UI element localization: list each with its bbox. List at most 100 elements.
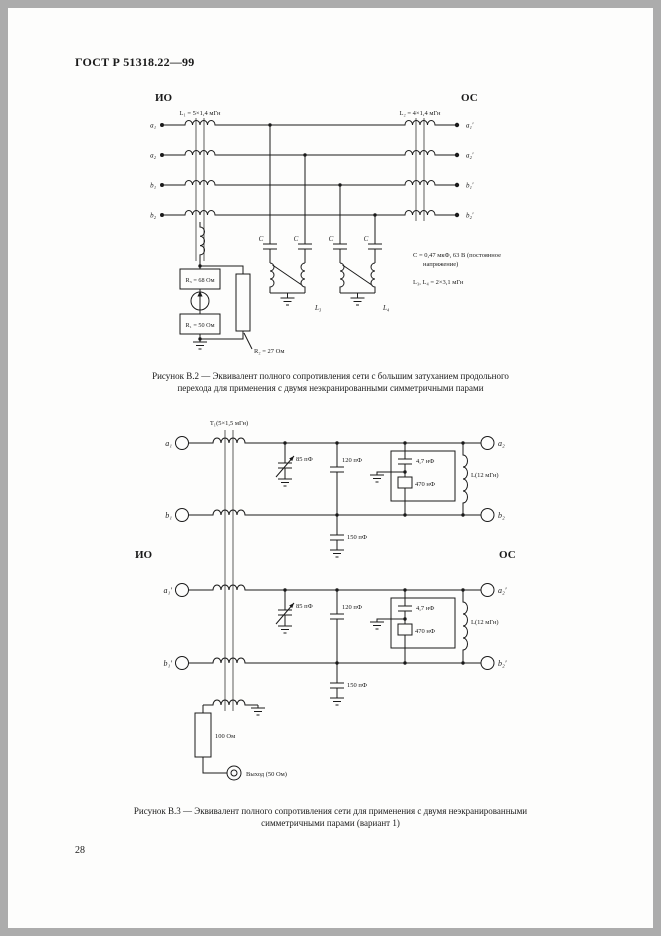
figure-b2-caption-line2: перехода для применения с двумя неэкрани…	[177, 382, 484, 393]
fig-b2-transformer-l4	[339, 262, 376, 306]
fig-b2-note-l34: L₃, L₄ = 2×3,1 мГн	[413, 279, 464, 286]
fig-b2-transformer-l3	[269, 262, 306, 306]
fig-b2-generator-arrowhead	[197, 291, 203, 297]
junction-dot	[403, 617, 407, 621]
fig-b2-cap-c-label-2: C	[294, 235, 299, 243]
junction-dot	[338, 183, 342, 187]
fig-b2-junctions	[160, 122, 460, 341]
junction-dot	[268, 123, 272, 127]
fig-b2-terminal-left-a2	[160, 153, 164, 157]
fig-b2-terminal-label-a2: a₂	[150, 152, 157, 160]
figure-b3-caption-line1: Рисунок В.3 — Эквивалент полного сопроти…	[133, 806, 528, 816]
junction-dot	[283, 441, 287, 445]
fig-b3-output-wires	[202, 705, 227, 774]
fig-b2-terminal-label-a1: a₁	[150, 122, 156, 130]
fig-b3-net1-l12-label: L(12 мГн)	[471, 472, 499, 479]
fig-b3-net2-cap-150	[330, 663, 344, 706]
fig-b3-terminal-label-a1: a₁	[165, 439, 172, 448]
fig-b2-note-line2: напряжение)	[423, 261, 458, 268]
fig-b3-terminal-left-a1	[175, 436, 189, 450]
fig-b2-terminal-label-a2p: a₂′	[466, 152, 474, 160]
fig-b3-terminal-right-a2	[480, 436, 495, 450]
fig-b2-r3-label: R₃ = 68 Ом	[186, 277, 215, 284]
fig-b2-row-b2-wire	[164, 210, 455, 216]
fig-b3-net2-c150-label: 150 пФ	[347, 682, 367, 689]
fig-b2-oc-label: ОС	[461, 92, 478, 104]
figure-b2-circuit: ИО ОС L₁ = 5×1,4 мГн L₂ = 4×1,4 мГн a₁ a…	[150, 92, 501, 355]
fig-b2-terminal-label-b2p: b₂′	[466, 212, 474, 220]
fig-b2-r1-label: R₁ = 50 Ом	[186, 322, 215, 329]
fig-b3-terminal-label-b2: b₂	[498, 511, 505, 520]
fig-b3-junctions	[283, 441, 465, 665]
fig-b3-terminal-left-b1	[175, 508, 189, 522]
fig-b3-net1-r470-box	[397, 476, 413, 489]
fig-b3-terminal-right-b2	[480, 508, 495, 522]
fig-b2-io-label: ИО	[155, 92, 173, 104]
fig-b2-row-a1-wire	[164, 120, 455, 126]
fig-b2-terminal-label-b1p: b₁′	[466, 182, 474, 190]
fig-b3-terminal-right-a2p	[480, 583, 495, 597]
fig-b3-net1-cap-120	[330, 443, 344, 515]
fig-b2-terminal-left-b2	[160, 213, 164, 217]
junction-dot	[403, 661, 407, 665]
fig-b3-t1-label: Т₁(5×1,5 мГн)	[210, 420, 248, 427]
page-number: 28	[75, 845, 85, 856]
fig-b3-terminal-label-b1: b₁	[165, 511, 172, 520]
fig-b3-terminal-right-b2p	[480, 656, 495, 670]
junction-dot	[303, 153, 307, 157]
junction-dot	[335, 513, 339, 517]
fig-b2-cap-c-label-3: C	[329, 235, 334, 243]
fig-b2-note-line1: С = 0,47 мкФ, 63 В (постоянное	[413, 252, 501, 259]
fig-b3-net1-c85-label: 85 пФ	[296, 456, 313, 463]
fig-b2-cap-c-label-1: C	[259, 235, 264, 243]
fig-b2-capacitor-branch-1	[263, 125, 277, 263]
fig-b3-output-label: Выход (50 Ом)	[246, 771, 287, 778]
fig-b3-net1-arrowhead	[289, 456, 294, 462]
fig-b3-net2-r470-box	[397, 623, 413, 636]
fig-b3-net1-c150-label: 150 пФ	[347, 534, 367, 541]
junction-dot	[198, 264, 202, 268]
figure-b3-caption: Рисунок В.3 — Эквивалент полного сопроти…	[28, 806, 633, 829]
fig-b2-row-a2-wire	[164, 150, 455, 156]
fig-b3-output-connector-inner	[230, 769, 238, 777]
figure-b3-caption-line2: симметричными парами (вариант 1)	[261, 817, 400, 828]
fig-b3-net1-c470-label: 470 нФ	[415, 481, 435, 488]
fig-b2-terminal-label-a1p: a₁′	[466, 122, 474, 130]
fig-b2-l2-label: L₂ = 4×1,4 мГн	[400, 110, 441, 117]
fig-b2-probe-winding	[199, 222, 205, 266]
fig-b2-choke-core-right	[415, 118, 425, 221]
fig-b2-l1-label: L₁ = 5×1,4 мГн	[180, 110, 221, 117]
junction-dot	[461, 661, 465, 665]
fig-b3-terminal-label-b1p: b₁′	[163, 659, 172, 668]
fig-b3-net2-inductor-l12	[462, 590, 468, 663]
fig-b2-cap-c-label-4: C	[364, 235, 369, 243]
fig-b3-terminal-label-a1p: a₁′	[163, 586, 172, 595]
junction-dot	[403, 513, 407, 517]
fig-b3-net1-cap-150	[330, 515, 344, 558]
fig-b3-net1-c47-label: 4,7 нФ	[416, 458, 434, 465]
fig-b2-wiring	[164, 118, 455, 350]
fig-b3-net2-cap-120	[330, 590, 344, 663]
fig-b3-net2-c120-label: 120 пФ	[342, 604, 362, 611]
figure-b2-caption-line1: Рисунок В.2 — Эквивалент полного сопроти…	[152, 371, 509, 381]
fig-b2-l3-label: L₃	[314, 304, 322, 312]
fig-b3-terminal-label-a2p: a₂′	[498, 586, 507, 595]
fig-b2-l4-label: L₄	[382, 304, 390, 312]
document-page: ГОСТ Р 51318.22—99	[8, 8, 653, 928]
fig-b3-net2-box	[390, 597, 456, 649]
fig-b3-terminal-left-b1p	[175, 656, 189, 670]
fig-b3-resistor-100-box	[194, 712, 212, 758]
fig-b3-net2-c47-label: 4,7 нФ	[416, 605, 434, 612]
junction-dot	[403, 588, 407, 592]
fig-b3-wiring	[175, 430, 495, 781]
fig-b2-terminal-left-a1	[160, 123, 164, 127]
junction-dot	[461, 588, 465, 592]
fig-b3-row-b1-wire	[188, 509, 481, 516]
fig-b3-terminal-label-b2p: b₂′	[498, 659, 507, 668]
junction-dot	[373, 213, 377, 217]
fig-b3-probe-winding	[203, 699, 265, 716]
fig-b2-resistor-r3-box	[179, 268, 221, 290]
figure-b3-circuit: Т₁(5×1,5 мГн) ИО ОС a₁ b₁ a₁′ b₁′ a₂ b₂ …	[135, 420, 516, 781]
fig-b3-terminal-left-a1p	[175, 583, 189, 597]
fig-b2-terminal-left-b1	[160, 183, 164, 187]
